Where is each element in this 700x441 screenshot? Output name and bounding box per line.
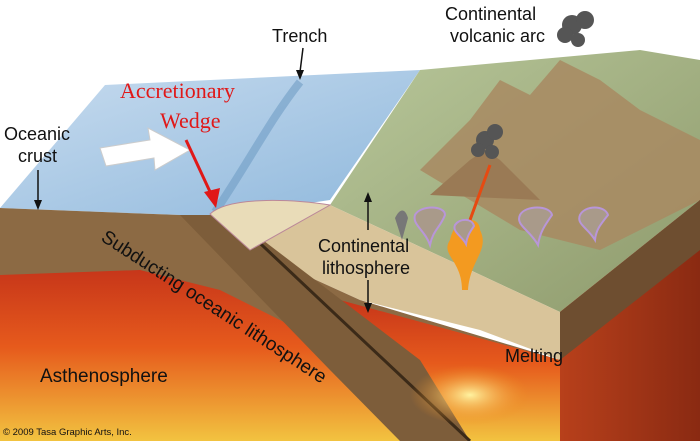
continental-lithosphere-label-line1: Continental	[318, 236, 409, 256]
mountain-range	[420, 60, 700, 250]
volcanic-arc-label-line1: Continental	[445, 4, 536, 24]
magma-bodies	[395, 164, 610, 425]
accretionary-wedge-label-line1: Accretionary	[120, 78, 235, 103]
block-side-top	[560, 200, 700, 360]
subducting-slab	[180, 215, 470, 441]
accretionary-wedge	[209, 199, 332, 251]
asthenosphere-layer	[0, 270, 400, 441]
copyright-text: © 2009 Tasa Graphic Arts, Inc.	[3, 427, 132, 438]
wedge-pointer-arrow	[184, 139, 220, 208]
plate-motion-arrow-icon	[99, 127, 192, 171]
melting-label: Melting	[505, 346, 563, 366]
ocean-surface	[0, 70, 420, 215]
oceanic-crust-label-line2: crust	[18, 146, 57, 166]
volcanic-arc-label-line2: volcanic arc	[450, 26, 545, 46]
trench-line	[211, 79, 304, 215]
smoke-plume-icon	[471, 11, 594, 159]
accretionary-wedge-label-line2: Wedge	[160, 108, 221, 133]
oceanic-crust-label-line1: Oceanic	[4, 124, 70, 144]
pointer-arrows	[34, 47, 372, 313]
continental-lithosphere-label-line2: lithosphere	[322, 258, 410, 278]
trench-label: Trench	[272, 26, 327, 46]
asthenosphere-label: Asthenosphere	[40, 366, 168, 387]
continental-lithosphere-layer	[230, 205, 560, 360]
